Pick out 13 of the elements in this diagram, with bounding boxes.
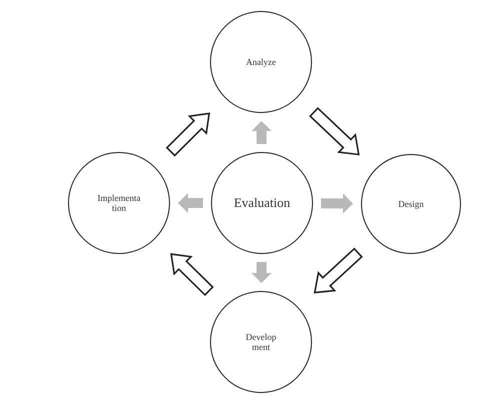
block-arrow xyxy=(166,112,210,157)
block-arrow xyxy=(252,121,272,144)
node-label: Implementa tion xyxy=(96,192,142,214)
node-label: Design xyxy=(398,198,424,210)
block-arrow xyxy=(170,253,214,296)
block-arrow xyxy=(321,194,353,214)
block-arrow xyxy=(314,248,363,294)
block-arrow xyxy=(252,262,272,283)
block-arrow xyxy=(309,107,360,156)
node-label: Analyze xyxy=(246,56,276,68)
node-label: Develop ment xyxy=(244,332,278,352)
block-arrow xyxy=(178,193,203,213)
node-label: Evaluation xyxy=(234,196,290,210)
